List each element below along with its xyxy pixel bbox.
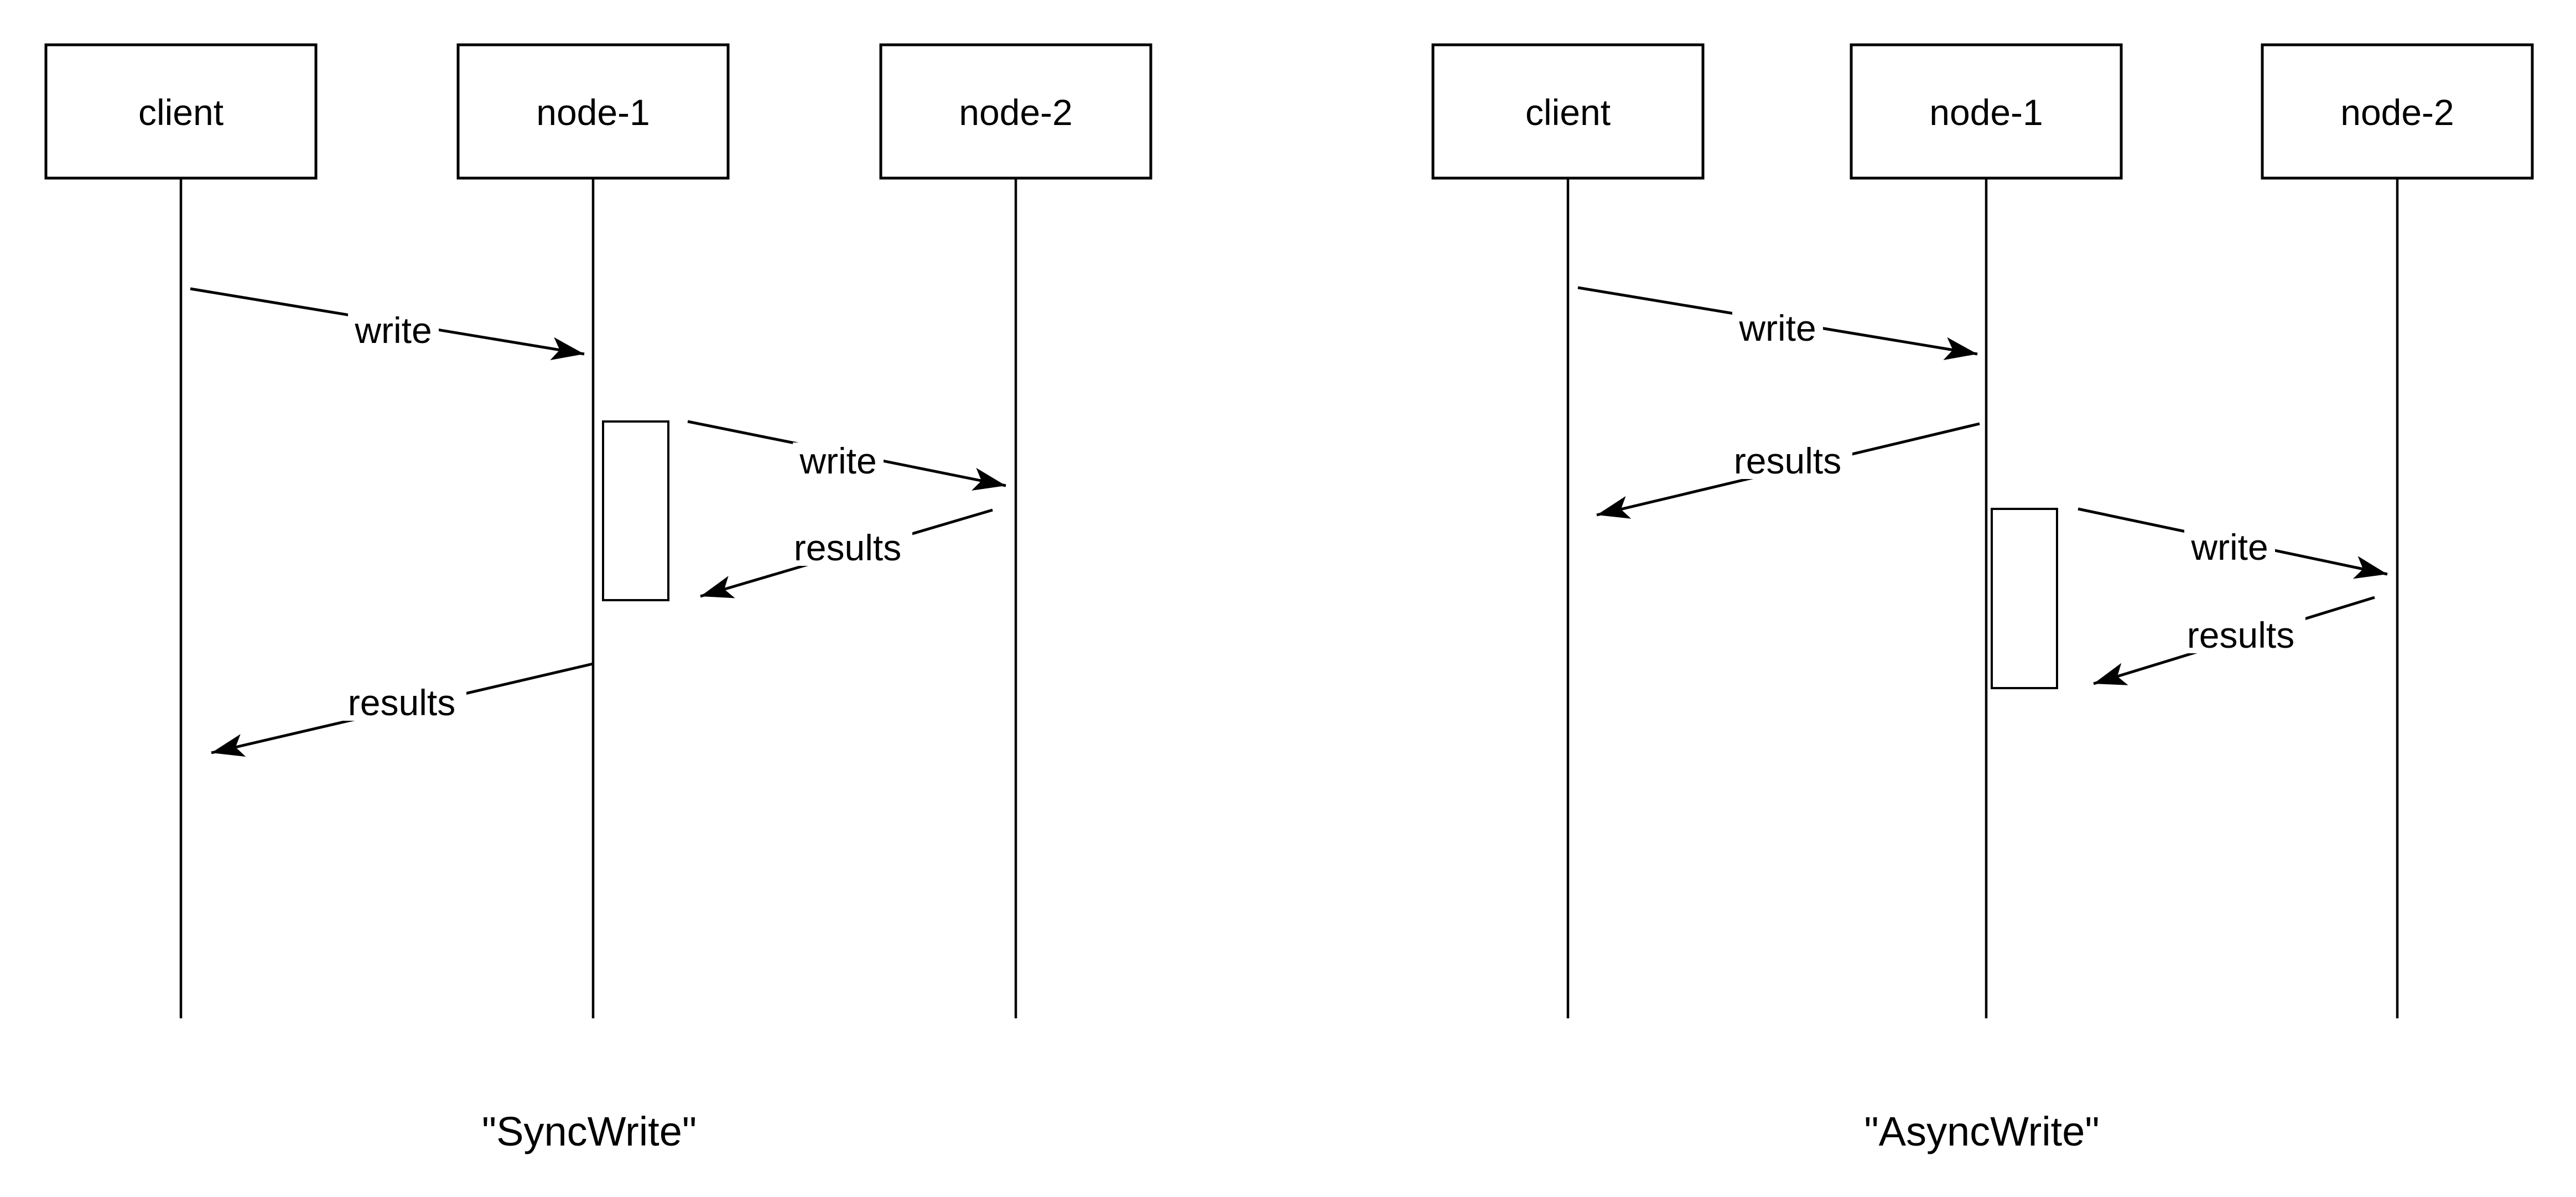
message-label-bg (2184, 529, 2275, 565)
actor-label-node-1: node-1 (1929, 92, 2043, 133)
actor-box-node-2 (2261, 43, 2534, 180)
message-label-bg (337, 684, 466, 721)
activation-box-node-1 (602, 420, 669, 601)
actor-label-node-2: node-2 (959, 92, 1073, 133)
message-label-bg (1732, 310, 1823, 346)
actor-label-client: client (1525, 92, 1611, 133)
activation-box-node-1 (1991, 508, 2058, 689)
message-label-write-2: write (2190, 527, 2268, 568)
message-label-write-1: write (354, 310, 432, 351)
message-label-results-2: results (2187, 615, 2294, 655)
message-label-results-1: results (794, 527, 901, 568)
actor-box-client (44, 43, 318, 180)
diagram-caption-async-write: "AsyncWrite" (1864, 1108, 2099, 1154)
message-label-results-2: results (348, 682, 455, 723)
diagram-caption-sync-write: "SyncWrite" (482, 1108, 697, 1154)
actor-label-node-1: node-1 (536, 92, 650, 133)
message-label-results-1: results (1734, 440, 1841, 481)
actor-label-node-2: node-2 (2340, 92, 2454, 133)
diagram-async-write: client node-1 node-2 write results write… (1431, 43, 2534, 1154)
diagram-sync-write: client node-1 node-2 write write results… (44, 43, 1152, 1154)
actor-box-node-2 (879, 43, 1152, 180)
actor-box-client (1431, 43, 1705, 180)
message-label-bg (783, 529, 912, 566)
message-label-write-2: write (799, 440, 876, 481)
message-label-bg (348, 312, 439, 348)
actor-box-node-1 (1850, 43, 2123, 180)
message-label-bg (793, 443, 884, 479)
actor-box-node-1 (456, 43, 730, 180)
message-label-write-1: write (1738, 308, 1816, 348)
message-label-bg (2176, 617, 2305, 653)
actor-label-client: client (138, 92, 224, 133)
message-label-bg (1723, 443, 1852, 479)
